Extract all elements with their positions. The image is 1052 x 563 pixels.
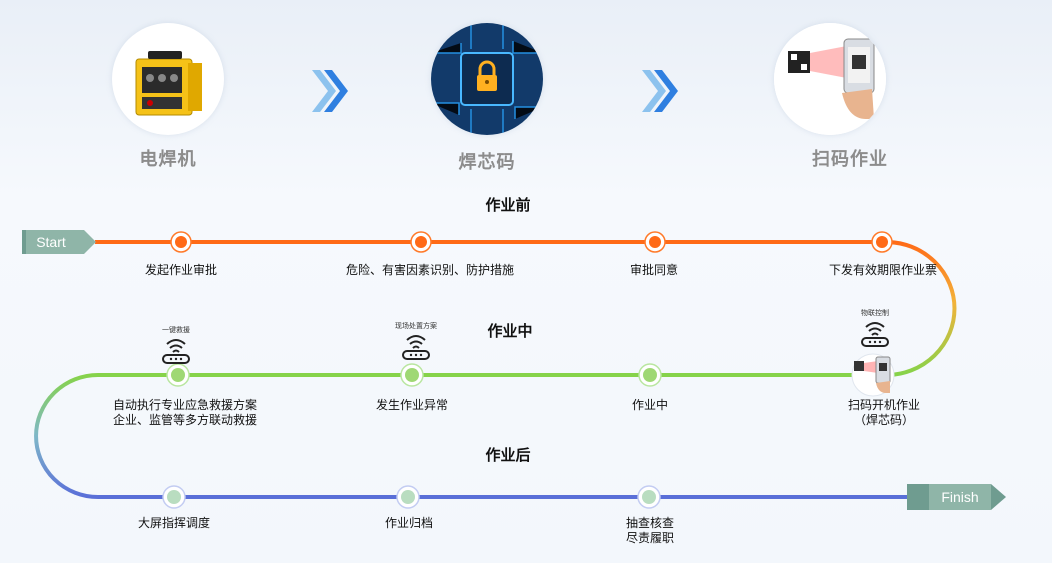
- phone-scan-image: [774, 23, 886, 135]
- node-label-auto-rescue-plan: 自动执行专业应急救援方案: [112, 398, 257, 412]
- chip-lock-image: [431, 23, 543, 135]
- device-label-iot-control: 物联控制: [861, 309, 889, 317]
- node-label-scan-start: 扫码开机作业: [847, 398, 920, 412]
- node-label-archive: 作业归档: [384, 516, 433, 530]
- finish-tag: [907, 484, 1007, 514]
- node-marker: [400, 363, 424, 391]
- node-label-spot-check: 抽查核查: [625, 516, 674, 530]
- node-label-duty-fulfill: 尽责履职: [625, 531, 674, 545]
- step-title-welder: 电焊机: [139, 149, 197, 170]
- start-label: Start: [36, 234, 66, 250]
- device-label-one-click-rescue: 一键救援: [162, 326, 190, 334]
- node-label-work-anomaly: 发生作业异常: [375, 398, 448, 412]
- chevron-arrow-icon: [310, 66, 350, 120]
- chip-lock-icon: [431, 23, 543, 135]
- iot-device-icon: [400, 329, 432, 365]
- start-tag: [22, 230, 98, 258]
- node-marker: [637, 485, 661, 513]
- node-label-joint-rescue: 企业、监管等多方联动救援: [112, 413, 257, 427]
- phase-title-after: 作业后: [485, 446, 531, 464]
- phone-scan-node-image: [850, 353, 896, 401]
- welding-machine-icon: [135, 51, 202, 116]
- node-label-working: 作业中: [631, 398, 668, 412]
- step-title-scan-work: 扫码作业: [812, 149, 888, 170]
- phase-title-during: 作业中: [487, 322, 533, 340]
- node-label-hazard-identification: 危险、有害因素识别、防护措施: [345, 263, 514, 277]
- node-label-big-screen: 大屏指挥调度: [137, 516, 210, 530]
- device-label-onsite-plan: 现场处置方案: [395, 322, 437, 330]
- node-marker: [410, 231, 432, 257]
- node-label-start-approval: 发起作业审批: [144, 263, 217, 277]
- phase-title-before: 作业前: [485, 196, 531, 214]
- chevron-arrow-icon: [640, 66, 680, 120]
- node-marker: [162, 485, 186, 513]
- finish-label: Finish: [941, 489, 979, 505]
- welding-machine-image: [112, 23, 224, 135]
- phone-scan-icon: [774, 23, 886, 135]
- node-label-issue-ticket: 下发有效期限作业票: [828, 263, 937, 277]
- node-marker: [871, 231, 893, 257]
- node-label-chip-code: （焊芯码）: [853, 413, 914, 427]
- iot-device-icon: [160, 333, 192, 369]
- node-label-approved: 审批同意: [629, 263, 678, 277]
- node-marker: [644, 231, 666, 257]
- node-marker: [638, 363, 662, 391]
- step-title-chip-code: 焊芯码: [458, 152, 516, 173]
- node-marker: [396, 485, 420, 513]
- phone-scan-icon: [851, 353, 895, 397]
- iot-device-icon: [859, 316, 891, 352]
- node-marker: [170, 231, 192, 257]
